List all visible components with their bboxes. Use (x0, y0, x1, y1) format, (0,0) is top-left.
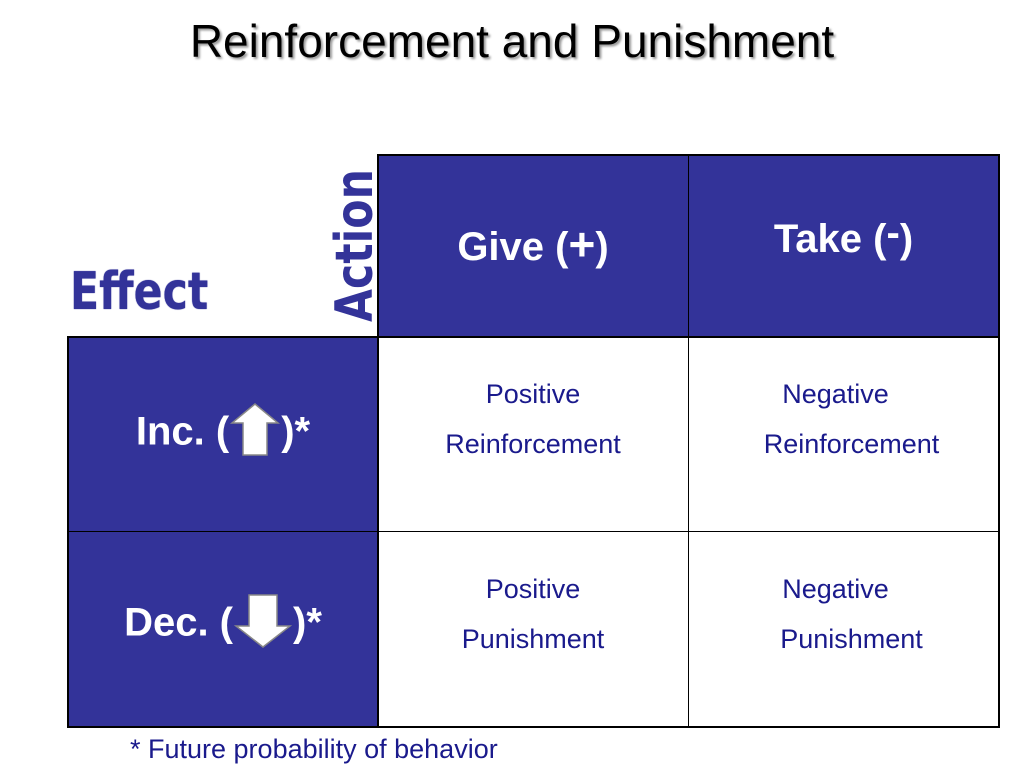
grid-line (688, 154, 689, 728)
header-take-cell: Take (-) (688, 155, 999, 337)
cell-text-line: Negative (782, 574, 889, 604)
down-arrow-icon (233, 594, 293, 648)
footnote: * Future probability of behavior (130, 734, 498, 764)
row-increase-label: Inc. ( )* (68, 403, 378, 459)
cell-text-line: Punishment (780, 624, 923, 654)
minus-symbol: - (886, 211, 900, 255)
row-decrease-cell: Dec. ( )* (68, 532, 378, 726)
row-decrease-label: Dec. ( )* (68, 594, 378, 650)
cell-text-line: Reinforcement (445, 429, 621, 459)
header-take-label: Take (-) (773, 211, 914, 261)
cell-negative-punishment: Negative Punishment (688, 532, 999, 726)
grid-line (377, 154, 379, 728)
grid-line (67, 531, 1000, 532)
grid-line (998, 154, 1000, 728)
header-give-cell: Give (+) (378, 155, 688, 337)
grid-line (67, 336, 1000, 338)
page-title: Reinforcement and Punishment (189, 15, 835, 67)
row-increase-cell: Inc. ( )* (68, 337, 378, 532)
cell-text-line: Reinforcement (763, 429, 940, 459)
cell-text-line: Positive (485, 379, 581, 409)
cell-positive-reinforcement: Positive Reinforcement (378, 337, 688, 532)
grid-line (67, 726, 1000, 728)
action-label: Action (324, 168, 386, 323)
grid-line (378, 154, 1000, 156)
cell-negative-reinforcement: Negative Reinforcement (688, 337, 999, 532)
effect-label: Effect (69, 261, 209, 323)
cell-text-line: Punishment (461, 624, 605, 654)
grid-line (67, 336, 69, 728)
up-arrow-icon (230, 403, 281, 456)
cell-text-line: Negative (782, 379, 889, 409)
cell-text-line: Positive (485, 574, 581, 604)
plus-symbol: + (568, 218, 596, 270)
header-give-label: Give (+) (457, 218, 609, 270)
cell-positive-punishment: Positive Punishment (378, 532, 688, 726)
